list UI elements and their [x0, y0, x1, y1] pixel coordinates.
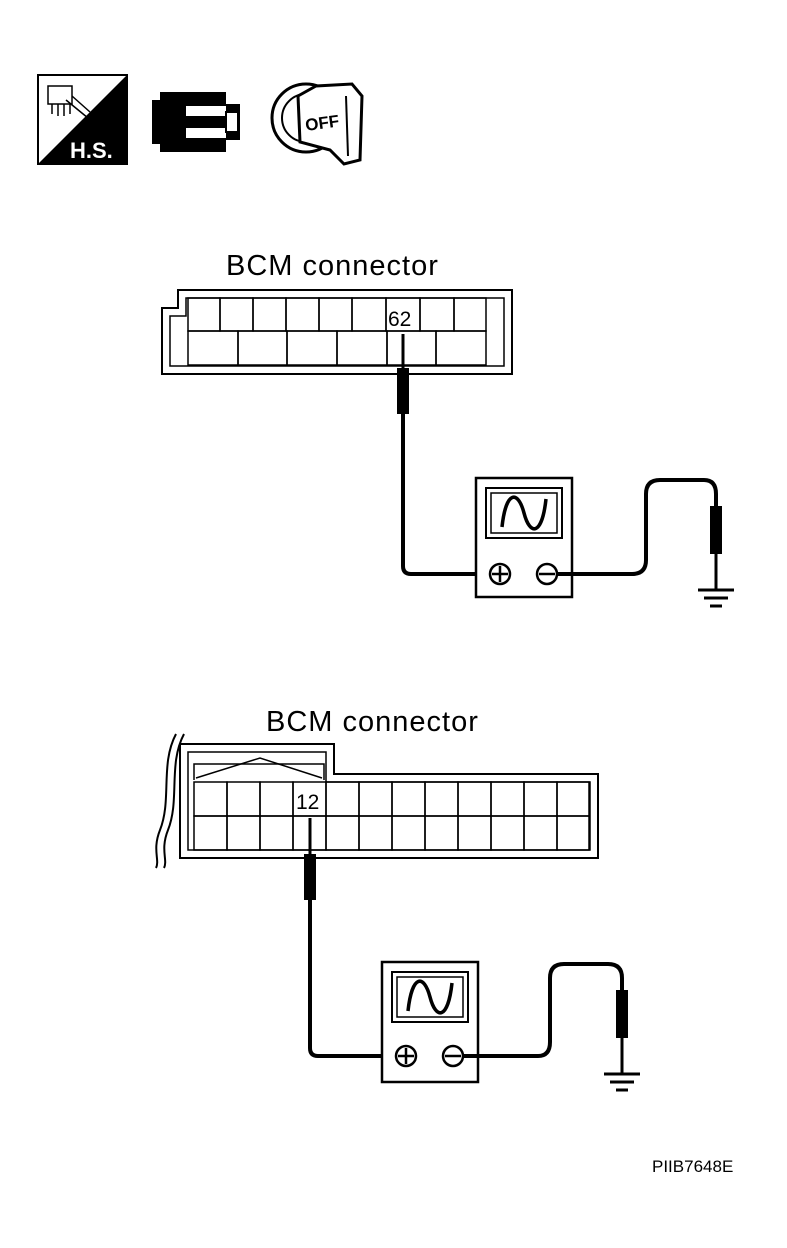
- ground-probe-1: [710, 506, 722, 554]
- ignition-key-off-icon: OFF: [270, 82, 364, 166]
- waveform-icon: [500, 495, 548, 531]
- probe-handle-1: [397, 368, 409, 414]
- probe-handle-2: [304, 854, 316, 900]
- positive-lead-1: [401, 414, 500, 576]
- oscilloscope-1: [474, 476, 574, 599]
- pin-label-2: 12: [296, 791, 319, 814]
- hs-label: H.S.: [70, 138, 113, 163]
- figure-code: PIIB7648E: [652, 1157, 733, 1176]
- pin-label-1: 62: [388, 308, 411, 331]
- key-off-label: OFF: [304, 111, 340, 135]
- diagram-1: BCM connector 62: [161, 250, 734, 608]
- diagram-2-title: BCM connector: [266, 706, 479, 738]
- positive-lead-2: [308, 900, 405, 1058]
- ground-icon-2: [604, 1072, 640, 1092]
- bcm-connector-2: [179, 743, 599, 859]
- negative-lead-2: [463, 962, 624, 1058]
- ground-icon-1: [698, 588, 734, 608]
- connector-2-bottom-row: [193, 815, 590, 851]
- diagram-1-title: BCM connector: [226, 250, 439, 282]
- connector-icon: [152, 92, 240, 152]
- diagram-2: BCM connector: [155, 706, 640, 1092]
- waveform-icon: [406, 979, 454, 1015]
- break-line-icon: [155, 733, 177, 869]
- ground-probe-2: [616, 990, 628, 1038]
- oscilloscope-2: [380, 960, 480, 1084]
- negative-lead-1: [557, 478, 718, 576]
- harness-side-icon: H.S.: [37, 74, 128, 165]
- connector-1-bottom-row: [187, 330, 487, 366]
